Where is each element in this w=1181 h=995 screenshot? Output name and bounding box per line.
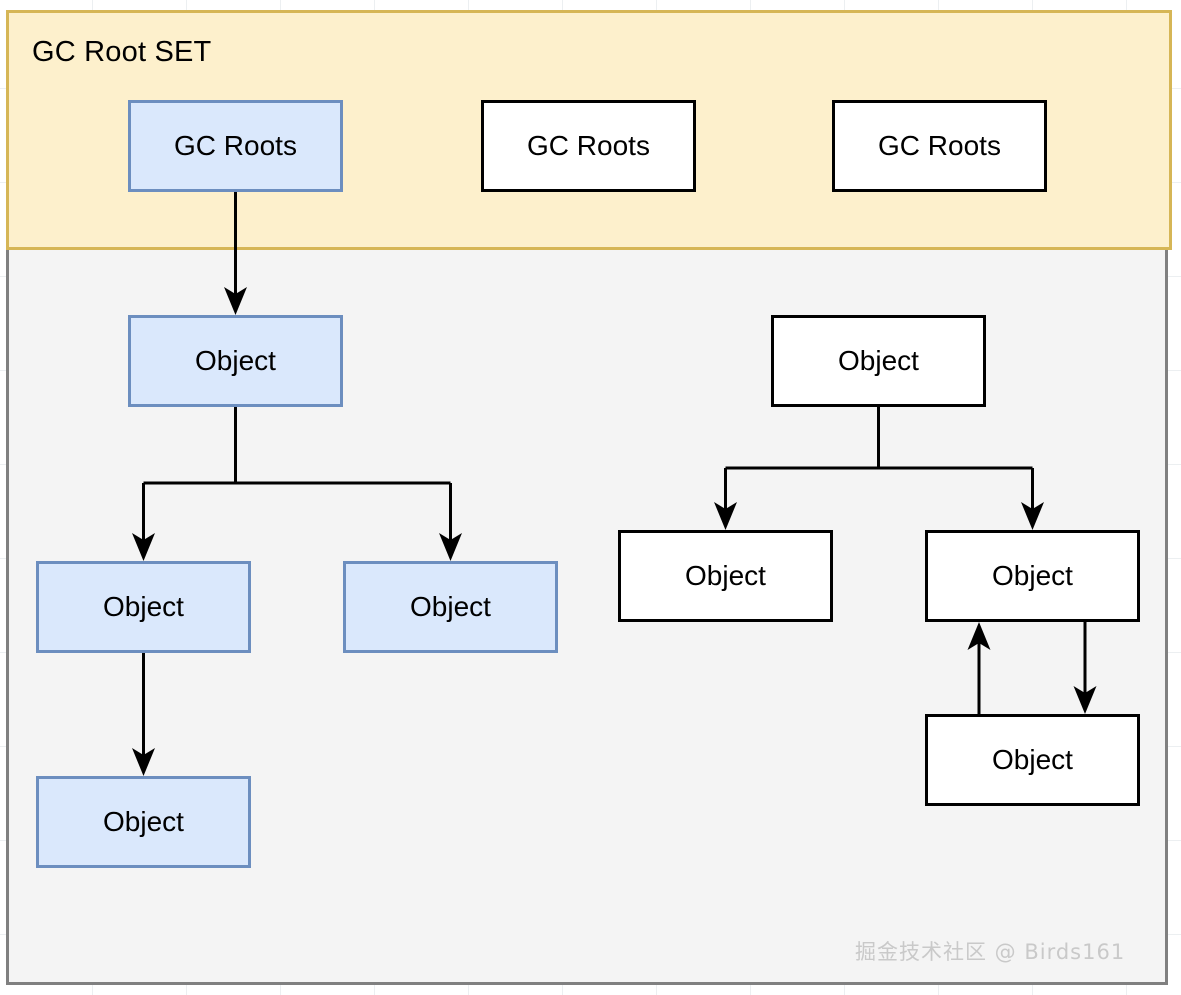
object-node-a2-label: Object [103,591,184,622]
gc-roots-node-3-label: GC Roots [878,130,1001,161]
object-node-a3[interactable]: Object [343,561,558,653]
object-node-b3-label: Object [992,560,1073,591]
object-node-b4-label: Object [992,744,1073,775]
watermark: 掘金技术社区 @ Birds161 [855,940,1126,964]
object-node-a1[interactable]: Object [128,315,343,407]
object-node-b4[interactable]: Object [925,714,1140,806]
object-node-b2-label: Object [685,560,766,591]
object-node-a1-label: Object [195,345,276,376]
object-node-b1[interactable]: Object [771,315,986,407]
object-node-a4[interactable]: Object [36,776,251,868]
gc-roots-node-1[interactable]: GC Roots [128,100,343,192]
gc-root-set-title: GC Root SET [32,36,212,68]
gc-roots-node-1-label: GC Roots [174,130,297,161]
object-node-b2[interactable]: Object [618,530,833,622]
gc-roots-node-2[interactable]: GC Roots [481,100,696,192]
gc-roots-node-2-label: GC Roots [527,130,650,161]
object-node-a2[interactable]: Object [36,561,251,653]
object-node-b1-label: Object [838,345,919,376]
gc-roots-node-3[interactable]: GC Roots [832,100,1047,192]
object-node-a4-label: Object [103,806,184,837]
object-node-b3[interactable]: Object [925,530,1140,622]
object-node-a3-label: Object [410,591,491,622]
